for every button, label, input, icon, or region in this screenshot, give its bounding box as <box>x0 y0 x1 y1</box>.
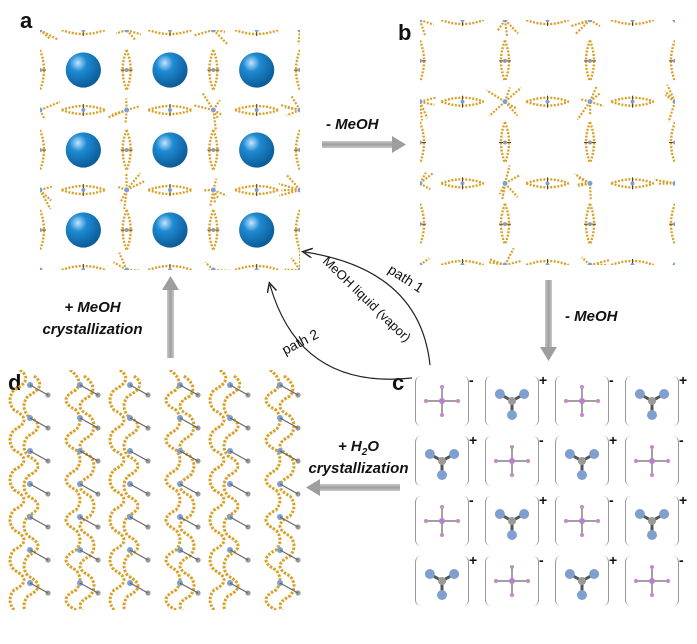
ion-unit <box>555 496 609 546</box>
tetrahedral-anion-icon <box>564 385 600 417</box>
arrow-a-to-b <box>322 136 406 153</box>
guanidinium-ion-icon <box>564 569 600 600</box>
path-1-curve <box>305 252 431 366</box>
ion-unit <box>415 436 469 486</box>
guanidinium-ion-icon <box>424 569 460 600</box>
ion-unit <box>415 376 469 426</box>
negative-charge-sign: - <box>609 372 614 388</box>
positive-charge-sign: + <box>469 552 478 568</box>
ion-unit <box>415 556 469 606</box>
panel-label-c: c <box>392 370 405 395</box>
step-d-to-a-line2: crystallization <box>42 321 143 338</box>
step-c-to-d-prefix: + H <box>338 438 362 455</box>
ion-unit <box>625 436 679 486</box>
tetrahedral-anion-icon <box>564 505 600 537</box>
panel-label-b: b <box>398 20 412 45</box>
negative-charge-sign: - <box>609 492 614 508</box>
positive-charge-sign: + <box>609 552 618 568</box>
step-c-to-d-suffix: O <box>367 438 379 455</box>
ion-unit <box>555 376 609 426</box>
guanidinium-ion-icon <box>424 449 460 480</box>
tetrahedral-anion-icon <box>424 505 460 537</box>
hydrate-framework-panel <box>8 370 301 610</box>
path-2-curve <box>270 285 413 380</box>
negative-charge-sign: - <box>539 552 544 568</box>
framework-lattice <box>420 20 675 265</box>
guanidinium-ion-icon <box>634 509 670 540</box>
path-2-label: path 2 <box>279 326 321 358</box>
guanidinium-ion-icon <box>634 389 670 420</box>
negative-charge-sign: - <box>539 432 544 448</box>
negative-charge-sign: - <box>469 372 474 388</box>
tetrahedral-anion-icon <box>634 565 670 597</box>
ion-unit <box>555 556 609 606</box>
guest-sphere <box>65 132 101 168</box>
tetrahedral-anion-icon <box>424 385 460 417</box>
negative-charge-sign: - <box>679 552 684 568</box>
guest-sphere <box>152 132 188 168</box>
ion-pair-grid: - + - + + - + - - + - + + - + - <box>415 372 693 622</box>
guest-sphere <box>65 212 101 248</box>
ion-unit <box>625 496 679 546</box>
step-c-to-d-line1: + H2O <box>296 436 421 464</box>
tetrahedral-anion-icon <box>494 565 530 597</box>
step-c-to-d-line2: crystallization <box>308 460 409 477</box>
guanidinium-ion-icon <box>564 449 600 480</box>
tetrahedral-anion-icon <box>494 445 530 477</box>
arrow-d-to-a <box>162 276 179 358</box>
positive-charge-sign: + <box>679 492 688 508</box>
ion-unit <box>485 436 539 486</box>
panel-label-a: a <box>20 8 33 33</box>
ion-unit <box>485 376 539 426</box>
step-d-to-a-line1: + MeOH <box>64 299 121 316</box>
step-a-to-b-label: - MeOH <box>326 116 379 133</box>
step-b-to-c-label: - MeOH <box>565 308 618 325</box>
arrow-c-to-d <box>306 479 400 496</box>
framework-with-guests-panel <box>40 30 300 270</box>
ion-unit <box>485 556 539 606</box>
arrow-b-to-c <box>540 280 557 361</box>
guest-sphere <box>239 52 275 88</box>
step-c-to-d-sub: 2 <box>361 447 368 458</box>
guest-sphere <box>65 52 101 88</box>
framework-lattice <box>40 30 300 270</box>
ion-unit <box>415 496 469 546</box>
ion-unit <box>625 556 679 606</box>
hydrate-chains <box>8 370 301 610</box>
ion-unit <box>555 436 609 486</box>
guest-sphere <box>152 52 188 88</box>
panel-label-d: d <box>8 370 22 395</box>
negative-charge-sign: - <box>679 432 684 448</box>
guest-sphere <box>239 212 275 248</box>
positive-charge-sign: + <box>539 372 548 388</box>
ion-unit <box>625 376 679 426</box>
positive-charge-sign: + <box>539 492 548 508</box>
empty-framework-panel <box>420 20 675 265</box>
guanidinium-ion-icon <box>494 389 530 420</box>
guest-sphere <box>152 212 188 248</box>
positive-charge-sign: + <box>469 432 478 448</box>
positive-charge-sign: + <box>609 432 618 448</box>
path-1-label: path 1 <box>385 261 427 296</box>
guest-sphere <box>239 132 275 168</box>
ion-unit <box>485 496 539 546</box>
tetrahedral-anion-icon <box>634 445 670 477</box>
positive-charge-sign: + <box>679 372 688 388</box>
negative-charge-sign: - <box>469 492 474 508</box>
guanidinium-ion-icon <box>494 509 530 540</box>
